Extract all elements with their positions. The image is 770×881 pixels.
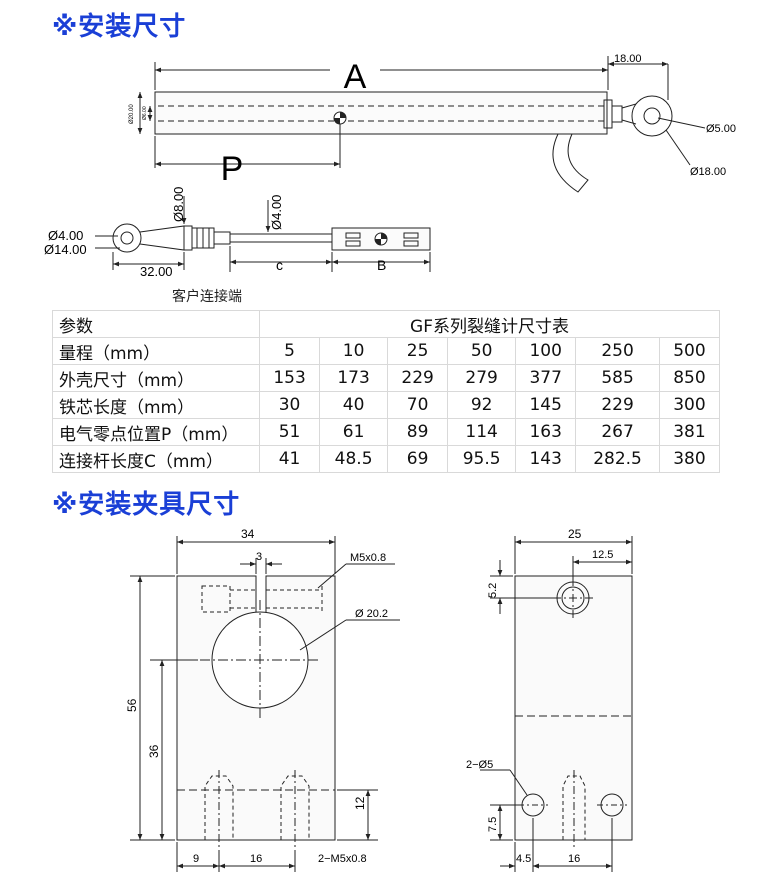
table-cell: 25 <box>387 337 449 365</box>
table-cell: 850 <box>658 364 721 392</box>
dim-2phi5: 2−Ø5 <box>466 759 493 771</box>
table-cell: 173 <box>319 364 389 392</box>
table-cell: 381 <box>658 418 721 446</box>
table-cell: 89 <box>387 418 449 446</box>
table-row: 铁芯长度（mm） 30 40 70 92 145 229 300 <box>52 391 721 419</box>
dim-9: 9 <box>193 853 199 865</box>
header-label: 参数 <box>52 310 260 338</box>
table-cell: 114 <box>447 418 517 446</box>
table-cell: 41 <box>258 445 321 473</box>
table-cell: 163 <box>515 418 577 446</box>
table-cell: 153 <box>258 364 321 392</box>
dim-phi4-rod: Ø4.00 <box>269 195 284 230</box>
dim-56: 56 <box>125 698 139 712</box>
table-cell: 10 <box>319 337 389 365</box>
dimension-table: 参数 GF系列裂缝计尺寸表 量程（mm） 5 10 25 50 100 250 … <box>52 310 721 473</box>
table-cell: 143 <box>515 445 577 473</box>
dim-phi20-2: Ø 20.2 <box>355 608 388 620</box>
dim-12-5: 12.5 <box>592 549 613 561</box>
table-cell: 282.5 <box>575 445 660 473</box>
table-row: 外壳尺寸（mm） 153 173 229 279 377 585 850 <box>52 364 721 392</box>
dim-18: 18.00 <box>614 53 642 65</box>
table-cell: 250 <box>575 337 660 365</box>
dim-m5: M5x0.8 <box>350 552 386 564</box>
dim-2m5: 2−M5x0.8 <box>318 853 367 865</box>
clamp-side-view <box>480 536 633 872</box>
table-cell: 30 <box>258 391 321 419</box>
table-cell: 100 <box>515 337 577 365</box>
row-label: 铁芯长度（mm） <box>52 391 260 419</box>
table-cell: 229 <box>575 391 660 419</box>
table-cell: 279 <box>447 364 517 392</box>
rod-center-mark <box>374 232 388 246</box>
table-cell: 5 <box>258 337 321 365</box>
dim-phi5: Ø5.00 <box>706 123 736 135</box>
table-cell: 585 <box>575 364 660 392</box>
dim-phi4-eye: Ø4.00 <box>48 228 83 243</box>
table-cell: 229 <box>387 364 449 392</box>
dim-32: 32.00 <box>140 264 173 279</box>
table-cell: 69 <box>387 445 449 473</box>
dim-4-5: 4.5 <box>516 853 531 865</box>
table-cell: 267 <box>575 418 660 446</box>
dim-phi14: Ø14.00 <box>44 242 87 257</box>
clamp-dimensions-title: ※安装夹具尺寸 <box>52 490 241 520</box>
table-row: 电气零点位置P（mm） 51 61 89 114 163 267 381 <box>52 418 721 446</box>
dim-7-5: 7.5 <box>487 817 499 832</box>
customer-end-caption: 客户连接端 <box>172 289 242 305</box>
dim-A: A <box>344 58 367 96</box>
row-label: 电气零点位置P（mm） <box>52 418 260 446</box>
table-cell: 48.5 <box>319 445 389 473</box>
dim-phi8: Ø8.00 <box>171 187 186 222</box>
table-cell: 50 <box>447 337 517 365</box>
table-title: GF系列裂缝计尺寸表 <box>259 310 720 338</box>
dim-c: c <box>276 257 283 273</box>
row-label: 量程（mm） <box>52 337 260 365</box>
table-cell: 300 <box>658 391 721 419</box>
dim-12: 12 <box>353 796 367 810</box>
dim-36: 36 <box>147 744 161 758</box>
dim-phi20: Ø20.00 <box>129 104 135 124</box>
sensor-body-drawing <box>137 56 706 193</box>
dim-phi18: Ø18.00 <box>690 166 726 178</box>
table-cell: 61 <box>319 418 389 446</box>
table-row: 量程（mm） 5 10 25 50 100 250 500 <box>52 337 721 365</box>
clamp-front-view <box>130 536 400 872</box>
table-cell: 51 <box>258 418 321 446</box>
dim-5-2: 5.2 <box>487 583 499 598</box>
dim-3: 3 <box>256 551 262 563</box>
row-label: 外壳尺寸（mm） <box>52 364 260 392</box>
row-label: 连接杆长度C（mm） <box>52 445 260 473</box>
table-cell: 95.5 <box>447 445 517 473</box>
table-cell: 500 <box>658 337 721 365</box>
dim-P: P <box>221 150 244 188</box>
table-cell: 380 <box>658 445 721 473</box>
table-cell: 145 <box>515 391 577 419</box>
table-cell: 40 <box>319 391 389 419</box>
dim-B: B <box>377 257 386 273</box>
table-cell: 377 <box>515 364 577 392</box>
dim-phi6: Ø6.00 <box>142 106 148 120</box>
table-row: 连接杆长度C（mm） 41 48.5 69 95.5 143 282.5 380 <box>52 445 721 473</box>
install-dimensions-title: ※安装尺寸 <box>52 12 187 42</box>
table-cell: 92 <box>447 391 517 419</box>
center-mark <box>333 111 347 125</box>
dim-25: 25 <box>568 527 582 541</box>
table-header-row: 参数 GF系列裂缝计尺寸表 <box>52 310 720 338</box>
table-cell: 70 <box>387 391 449 419</box>
dim-34: 34 <box>241 527 255 541</box>
dim-16-front: 16 <box>250 853 262 865</box>
dim-16-side: 16 <box>568 853 580 865</box>
